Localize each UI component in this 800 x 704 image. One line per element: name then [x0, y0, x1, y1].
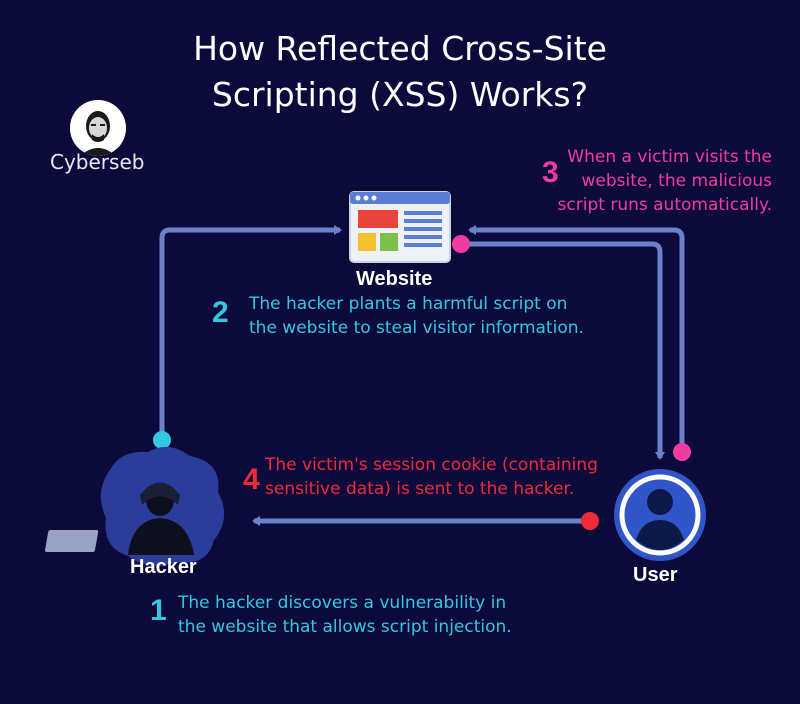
step-1-line-1: The hacker discovers a vulnerability in [178, 593, 507, 613]
step-1-text: The hacker discovers a vulnerability in … [178, 591, 512, 639]
user-avatar-icon [614, 469, 706, 561]
website-label: Website [356, 268, 433, 290]
person-portrait-icon [70, 100, 126, 156]
brand-avatar [70, 100, 126, 156]
arrow-hacker-to-website [159, 225, 342, 440]
step-3-line-2: website, the malicious [581, 171, 773, 191]
brand-name: Cyberseb [50, 150, 145, 174]
step-4-text: The victim's session cookie (containing … [265, 453, 598, 501]
page-title: How Reflected Cross-Site Scripting (XSS)… [0, 26, 800, 118]
user-dot [673, 443, 691, 461]
step-4-line-2: sensitive data) is sent to the hacker. [265, 479, 575, 499]
step-2-line-1: The hacker plants a harmful script on [249, 294, 568, 314]
step-3-text: When a victim visits the website, the ma… [558, 145, 772, 217]
title-line-2: Scripting (XSS) Works? [211, 75, 589, 114]
step-2-text: The hacker plants a harmful script on th… [249, 292, 584, 340]
step-1-line-2: the website that allows script injection… [178, 617, 512, 637]
step-3-line-3: script runs automatically. [557, 195, 772, 215]
hacker-icon [44, 446, 225, 566]
hacker-label: Hacker [130, 556, 197, 578]
user-label: User [633, 564, 678, 586]
website-dot [452, 235, 470, 253]
step-3-line-1: When a victim visits the [567, 147, 772, 167]
step-2-number: 2 [212, 296, 229, 329]
cookie-dot [581, 512, 599, 530]
arrow-user-to-website [468, 225, 685, 450]
step-3-number: 3 [542, 156, 559, 189]
website-browser-icon [349, 191, 451, 263]
arrow-website-to-user [462, 241, 665, 460]
title-line-1: How Reflected Cross-Site [193, 29, 607, 68]
step-4-line-1: The victim's session cookie (containing [265, 455, 598, 475]
step-2-line-2: the website to steal visitor information… [249, 318, 584, 338]
step-4-number: 4 [243, 463, 260, 496]
hacker-dot [153, 431, 171, 449]
step-1-number: 1 [150, 594, 167, 627]
